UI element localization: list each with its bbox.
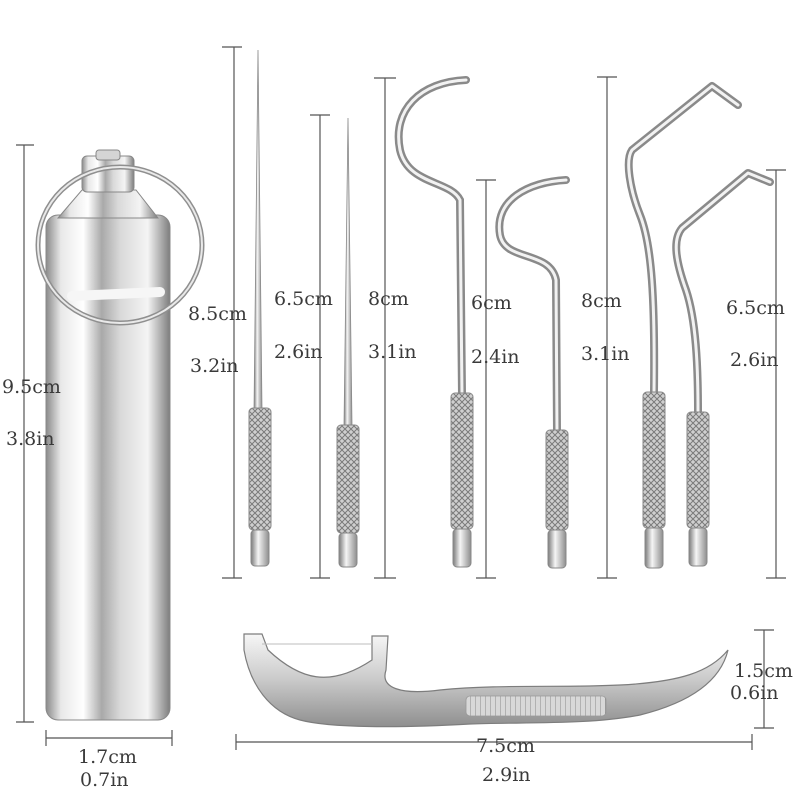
case-width-cm: 1.7cm: [78, 746, 137, 768]
flosser-height-cm: 1.5cm: [734, 660, 793, 682]
angled-pick-short: [672, 169, 774, 567]
case-width-in: 0.7in: [80, 769, 129, 791]
pick-5-length-cm: 8cm: [581, 290, 622, 312]
pick-6-length-in: 2.6in: [730, 349, 779, 371]
storage-case: [35, 149, 205, 721]
pick-2-length-cm: 6.5cm: [274, 288, 333, 310]
pick-5-length-in: 3.1in: [581, 343, 630, 365]
pick-1-length-in: 3.2in: [190, 355, 239, 377]
hook-pick-small: [495, 176, 570, 569]
pick-4-length-in: 2.4in: [471, 346, 520, 368]
flosser-height-in: 0.6in: [730, 682, 779, 704]
pick-1-length-cm: 8.5cm: [188, 303, 247, 325]
flosser-length-in: 2.9in: [482, 764, 531, 786]
pick-3-length-cm: 8cm: [368, 288, 409, 310]
case-height-in: 3.8in: [6, 428, 55, 450]
flosser-length-cm: 7.5cm: [476, 735, 535, 757]
pick-4-length-cm: 6cm: [471, 292, 512, 314]
case-height-cm: 9.5cm: [2, 376, 61, 398]
pick-3-length-in: 3.1in: [368, 341, 417, 363]
hook-pick-large: [394, 76, 474, 568]
dimension-lines: [16, 46, 786, 750]
straight-pick-short: [336, 117, 360, 568]
straight-pick-long: [248, 49, 272, 567]
pick-2-length-in: 2.6in: [274, 341, 323, 363]
floss-pick: [243, 633, 729, 728]
pick-6-length-cm: 6.5cm: [726, 297, 785, 319]
angled-pick-tall: [624, 82, 742, 569]
